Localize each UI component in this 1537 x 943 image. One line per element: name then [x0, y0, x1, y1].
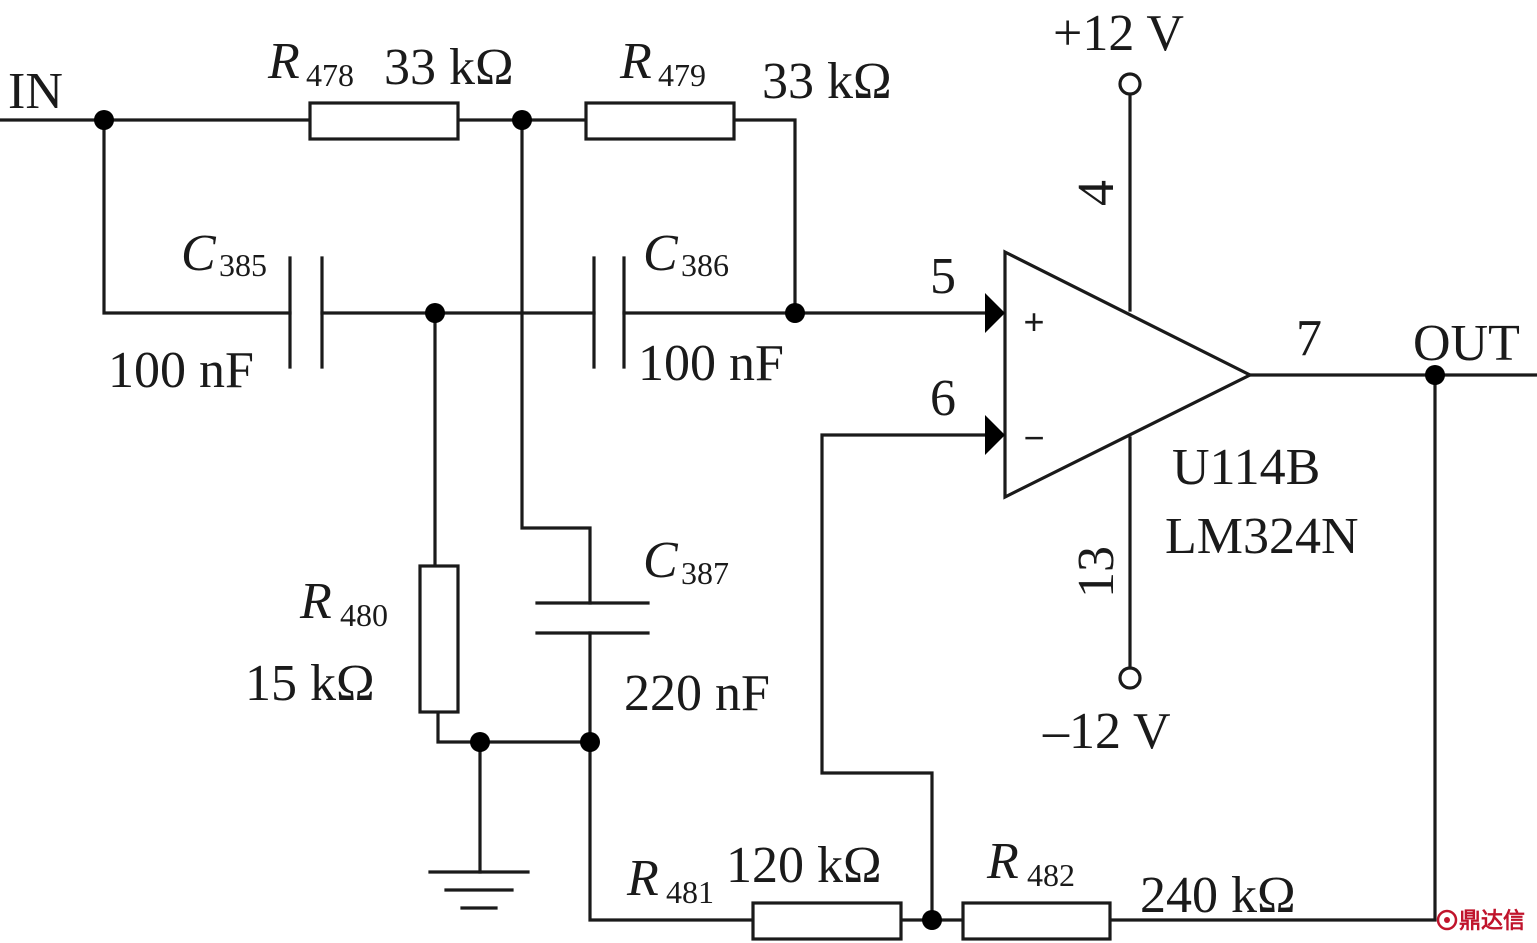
ground-symbol [428, 870, 530, 910]
r482-subscript: 482 [1027, 857, 1075, 893]
opamp-u114b: + − [985, 249, 1254, 500]
r479-value: 33 kΩ [762, 53, 892, 110]
r478-letter: R [267, 33, 300, 90]
resistor-r482 [961, 901, 1112, 941]
r482-letter: R [986, 833, 1019, 890]
supply-negative-label: –12 V [1042, 703, 1171, 760]
wire-r479-to-c386 [732, 118, 797, 312]
junction-dot [425, 303, 445, 323]
c385-subscript: 385 [219, 247, 267, 283]
opamp-part-number: LM324N [1165, 508, 1359, 565]
junction-dot [94, 110, 114, 130]
wire-feedback-to-pin6 [820, 433, 987, 922]
wire-to-r481 [588, 740, 755, 922]
junctions [94, 110, 1445, 930]
r480-letter: R [299, 573, 332, 630]
opamp-triangle [1003, 249, 1254, 500]
r481-subscript: 481 [666, 874, 714, 910]
capacitor-c387 [535, 601, 650, 635]
c386-letter: C [643, 225, 679, 282]
r478-subscript: 478 [306, 57, 354, 93]
pin6-arrow [985, 415, 1005, 455]
c386-subscript: 386 [681, 247, 729, 283]
capacitor-c385 [288, 256, 324, 369]
r480-subscript: 480 [340, 597, 388, 633]
c387-letter: C [643, 532, 679, 589]
c387-subscript: 387 [681, 555, 729, 591]
r482-value: 240 kΩ [1140, 867, 1296, 924]
terminal-vminus [1118, 666, 1142, 690]
resistors [308, 101, 1112, 941]
pin5-label: 5 [930, 248, 956, 305]
wire-r482-to-out [1108, 373, 1437, 922]
pin4-label: 4 [1068, 180, 1125, 206]
pin6-label: 6 [930, 370, 956, 427]
watermark: 鼎达信 [1436, 908, 1525, 934]
capacitors [288, 256, 650, 635]
c387-value: 220 nF [624, 665, 770, 722]
r479-subscript: 479 [658, 57, 706, 93]
c385-letter: C [181, 225, 217, 282]
junction-dot [1425, 365, 1445, 385]
noninverting-sign: + [1023, 301, 1044, 342]
resistor-r478 [308, 101, 460, 141]
wire-in-to-c385 [102, 118, 292, 315]
resistor-r479 [584, 101, 736, 141]
pin5-arrow [985, 293, 1005, 333]
junction-dot [785, 303, 805, 323]
supply-positive-label: +12 V [1053, 5, 1184, 62]
r479-letter: R [619, 33, 652, 90]
input-label: IN [8, 63, 63, 120]
resistor-r480 [418, 564, 460, 714]
c385-value: 100 nF [108, 342, 254, 399]
r481-value: 120 kΩ [726, 837, 882, 894]
inverting-sign: − [1023, 417, 1044, 458]
pin13-label: 13 [1068, 546, 1125, 598]
capacitor-c386 [592, 256, 626, 369]
output-label: OUT [1413, 315, 1520, 372]
r481-letter: R [626, 850, 659, 907]
resistor-r481 [751, 901, 903, 941]
r478-value: 33 kΩ [384, 39, 514, 96]
r480-value: 15 kΩ [245, 655, 375, 712]
wire-r480-to-ground-node [436, 710, 592, 744]
junction-dot [580, 732, 600, 752]
junction-dot [512, 110, 532, 130]
watermark-logo-icon [1436, 909, 1458, 931]
junction-dot [922, 910, 942, 930]
pin7-label: 7 [1296, 310, 1322, 367]
junction-dot [470, 732, 490, 752]
opamp-designator: U114B [1172, 439, 1320, 496]
c386-value: 100 nF [638, 335, 784, 392]
wire-node-to-c387 [520, 118, 592, 605]
wires [0, 92, 1537, 922]
terminal-vplus [1118, 72, 1142, 96]
watermark-text: 鼎达信 [1459, 908, 1525, 934]
